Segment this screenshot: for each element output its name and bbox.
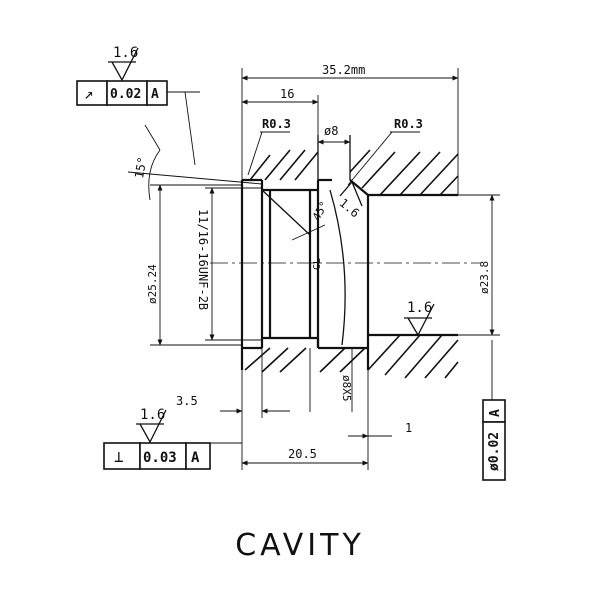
runout-tolerance: 0.02: [110, 87, 141, 102]
dim-thread: 11/16-16UNF-2B: [196, 209, 210, 310]
dim-dia-left: ø25.24: [146, 264, 159, 304]
runout-symbol: ↗: [84, 84, 94, 103]
runout-frame: ↗ 0.02 A: [76, 80, 168, 106]
roughness-bottom-value: 1.6: [140, 407, 165, 423]
perpendicularity-symbol: ⊥: [114, 447, 124, 466]
roughness-bore: 1.6: [404, 300, 435, 337]
roughness-bottom: 1.6: [136, 407, 167, 444]
roughness-chamfer-value: 1.6: [337, 196, 363, 221]
dimension-lines: [127, 68, 500, 470]
roughness-top: 1.6: [108, 45, 139, 82]
dim-overall-length: 35.2mm: [322, 63, 365, 77]
perpendicularity-tolerance: 0.03: [143, 450, 177, 466]
roughness-bore-value: 1.6: [407, 300, 432, 316]
dim-radius-right: R0.3: [394, 117, 423, 131]
section-body: [240, 135, 459, 379]
perpendicularity-datum: A: [191, 450, 200, 466]
hatch-top: [249, 149, 459, 196]
center-mark: CL: [312, 258, 323, 270]
dim-dia-8: ø8: [324, 124, 338, 138]
perpendicularity-frame: ⊥ 0.03 A: [103, 442, 211, 470]
datum-ref-frame: A ø0.02: [482, 399, 506, 481]
dim-radius-left: R0.3: [262, 117, 291, 131]
caption: CAVITY: [235, 528, 365, 563]
dim-dia-bottom: ø8X5: [340, 375, 353, 402]
dim-length-1: 1: [405, 421, 412, 435]
dim-length-16: 16: [280, 87, 294, 101]
dim-angle-45: 45°: [310, 199, 331, 223]
datum-ref-tolerance: ø0.02: [487, 432, 502, 471]
roughness-top-value: 1.6: [113, 45, 138, 61]
dim-dia-right: ø23.8: [478, 261, 491, 294]
hatch-bottom: [244, 334, 459, 379]
dim-length-3-5: 3.5: [176, 394, 198, 408]
dim-length-20-5: 20.5: [288, 447, 317, 461]
dim-angle-15: 15°: [132, 156, 150, 180]
runout-datum: A: [151, 87, 159, 102]
datum-ref-datum: A: [488, 409, 503, 417]
